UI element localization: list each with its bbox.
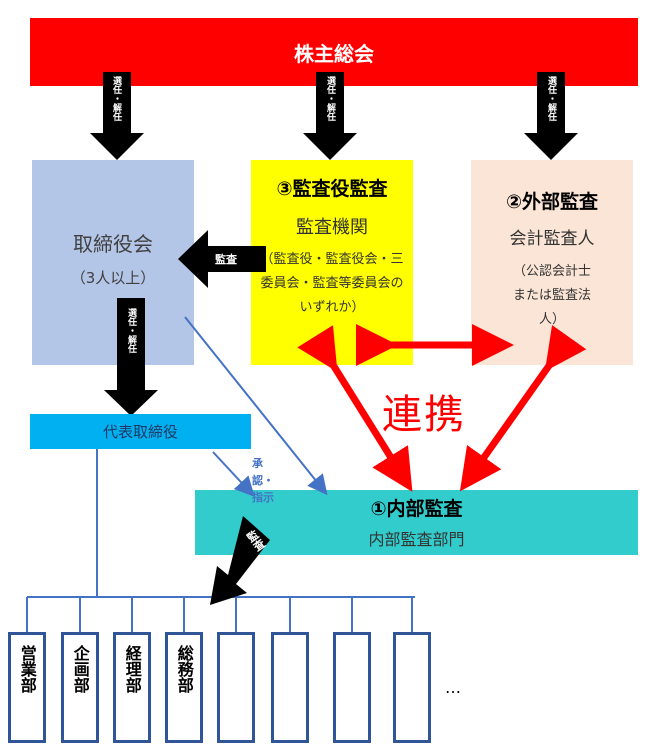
department-label: 企画部 xyxy=(70,645,90,693)
appoint-label-rep: 選任・解任 xyxy=(126,308,136,353)
internal-audit-title: ①内部監査 xyxy=(370,498,463,520)
board-subtitle: （3人以上） xyxy=(70,268,156,287)
audit-left-arrow xyxy=(178,230,266,288)
cooperation-arrows xyxy=(297,324,587,492)
department-label: 総務部 xyxy=(174,645,194,693)
department-box: 営業部 xyxy=(8,632,46,743)
internal-audit-name: 内部監査部門 xyxy=(368,530,465,549)
audit-body-name: 監査機関 xyxy=(296,217,368,238)
department-label: 営業部 xyxy=(17,645,37,693)
org-tree-lines xyxy=(26,449,415,632)
department-box: 経理部 xyxy=(113,632,151,743)
appoint-label-external: 選任・解任 xyxy=(546,76,556,121)
external-audit-note: （公認会計士または監査法人） xyxy=(512,264,591,327)
department-box xyxy=(393,632,431,743)
board-of-directors-box: 取締役会 （3人以上） xyxy=(32,160,194,365)
department-box xyxy=(217,632,255,743)
cooperation-label: 連携 xyxy=(382,392,466,438)
external-audit-title: ②外部監査 xyxy=(505,191,599,213)
audit-left-label: 監査 xyxy=(215,253,237,266)
appoint-arrows xyxy=(90,72,578,416)
appoint-label-audit: 選任・解任 xyxy=(325,76,335,121)
representative-director-box: 代表取締役 xyxy=(30,414,251,449)
appoint-label-board: 選任・解任 xyxy=(111,76,121,121)
department-box: 企画部 xyxy=(61,632,99,743)
ellipsis-text: … xyxy=(445,678,461,697)
shareholders-label: 株主総会 xyxy=(294,41,374,66)
department-label: 経理部 xyxy=(122,645,142,693)
internal-audit-box: ①内部監査 内部監査部門 xyxy=(195,490,638,555)
audit-body-title: ③監査役監査 xyxy=(276,178,388,200)
approval-instruction-label: 承認・指示 xyxy=(252,457,274,504)
department-box xyxy=(333,632,371,743)
external-audit-name: 会計監査人 xyxy=(509,229,595,249)
department-box xyxy=(271,632,309,743)
representative-label: 代表取締役 xyxy=(102,423,178,441)
audit-down-arrow xyxy=(210,516,270,605)
department-box: 総務部 xyxy=(165,632,203,743)
board-title: 取締役会 xyxy=(73,231,153,256)
audit-body-note: （監査役・監査役会・三委員会・監査等委員会のいずれか） xyxy=(260,252,404,315)
rep-to-internal-arrow xyxy=(212,451,255,497)
